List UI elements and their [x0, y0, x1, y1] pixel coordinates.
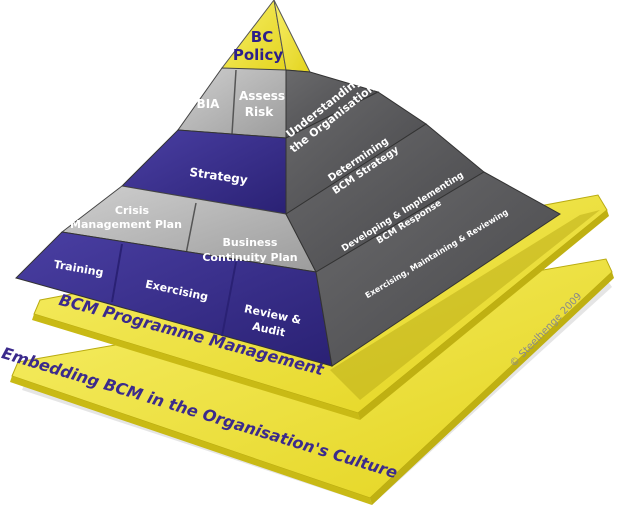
culture-layer-edge — [10, 376, 372, 505]
tier3-divider — [185, 202, 197, 255]
assess-risk-label-line1: Assess — [239, 89, 285, 103]
programme-layer-edge-right — [358, 210, 609, 420]
tier4-divider-b — [221, 261, 237, 337]
tier1-divider — [231, 69, 237, 135]
crisis-plan-label-line2: Management Plan — [70, 218, 182, 231]
programme-layer-edge — [32, 314, 360, 420]
assess-risk-label-line2: Risk — [245, 105, 274, 119]
culture-layer-edge-right — [370, 272, 614, 505]
bia-label: BIA — [197, 97, 221, 111]
tier4-right-face — [315, 171, 561, 367]
bcp-label-line2: Continuity Plan — [202, 251, 297, 264]
apex-label-line2: Policy — [233, 46, 283, 64]
bcp-label-line1: Business — [223, 236, 278, 249]
apex-label-line1: BC — [251, 28, 273, 46]
tier4-divider-a — [111, 243, 123, 303]
pyramid-shadow — [330, 210, 600, 400]
crisis-plan-label-line1: Crisis — [115, 204, 150, 217]
